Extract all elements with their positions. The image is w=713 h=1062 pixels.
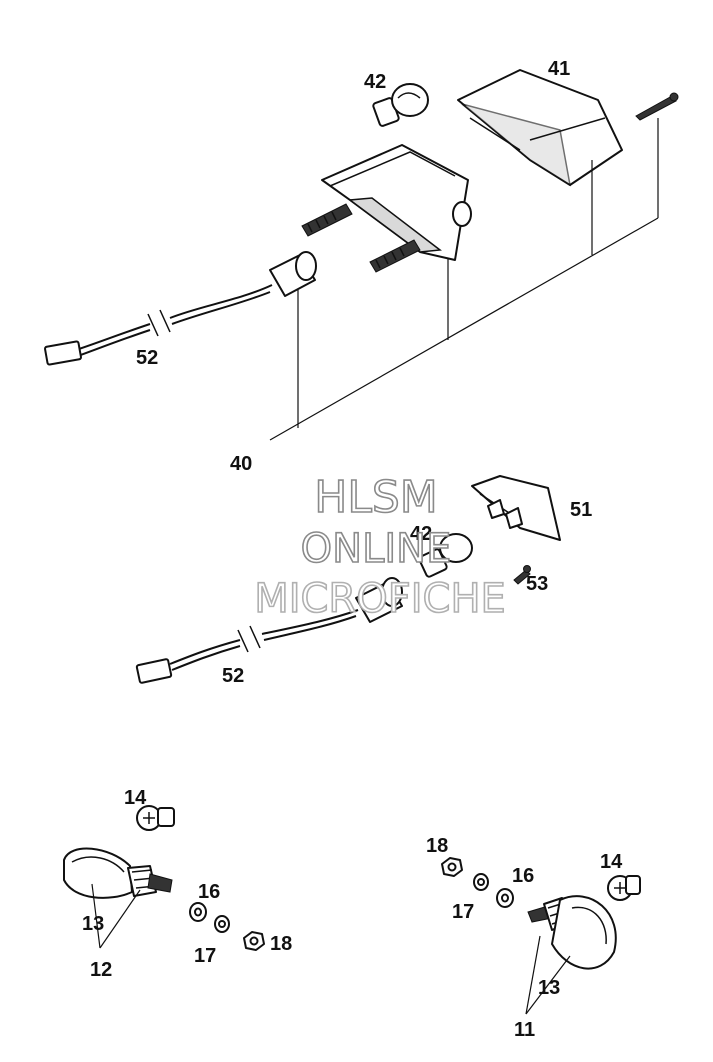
callout-11: 11 xyxy=(514,1019,535,1041)
watermark-line-1: HLSM xyxy=(314,472,438,523)
turn-signal-right-11 xyxy=(527,895,617,970)
callout-17-left: 17 xyxy=(194,945,216,967)
screw-53 xyxy=(513,565,531,585)
callout-14-right: 14 xyxy=(600,851,623,873)
callout-16-right: 16 xyxy=(512,865,534,887)
leader-lines-11 xyxy=(525,935,571,1015)
bulb-42-mid xyxy=(418,533,473,578)
callout-40: 40 xyxy=(230,453,252,475)
nut-18-left xyxy=(243,931,265,951)
callout-51: 51 xyxy=(570,499,592,521)
bulb-14-right xyxy=(607,875,641,901)
watermark-line-2: ONLINE xyxy=(301,526,452,572)
taillight-lens-41 xyxy=(457,69,623,187)
bulb-14-left xyxy=(136,805,175,831)
bulb-42-top xyxy=(372,83,429,127)
leader-lines-12 xyxy=(91,883,141,949)
callout-16-left: 16 xyxy=(198,881,220,903)
washer-16-left xyxy=(189,902,207,922)
housing-stud-upper xyxy=(301,203,353,237)
washer-16-right xyxy=(496,888,514,908)
callout-14-left: 14 xyxy=(124,787,147,809)
callout-53: 53 xyxy=(526,573,548,595)
lock-washer-17-left xyxy=(214,915,230,933)
callout-18-left: 18 xyxy=(270,933,292,955)
housing-stud-lower xyxy=(369,239,421,273)
callout-52-mid: 52 xyxy=(222,665,244,687)
callout-52-top: 52 xyxy=(136,347,158,369)
callout-13-left: 13 xyxy=(82,913,104,935)
watermark-line-3: MICROFICHE xyxy=(254,576,506,622)
callout-42-top: 42 xyxy=(364,71,386,93)
callout-17-right: 17 xyxy=(452,901,474,923)
license-lamp-cover-51 xyxy=(471,475,561,541)
taillight-housing-40 xyxy=(321,144,472,261)
leader-lines-40 xyxy=(269,118,659,441)
callout-18-right: 18 xyxy=(426,835,448,857)
callout-41: 41 xyxy=(548,58,570,80)
turn-signal-left-12 xyxy=(63,847,173,899)
bulb-socket-top xyxy=(269,251,317,297)
nut-18-right xyxy=(441,857,463,877)
bulb-socket-mid xyxy=(355,577,403,623)
watermark: HLSM ONLINE MICROFICHE xyxy=(253,471,506,623)
callout-42-mid: 42 xyxy=(410,523,432,545)
callout-13-right: 13 xyxy=(538,977,560,999)
wire-harness-52-mid xyxy=(135,609,359,684)
screw-top-right xyxy=(635,92,679,121)
lock-washer-17-right xyxy=(473,873,489,891)
wire-harness-52-top xyxy=(44,284,273,366)
callout-12: 12 xyxy=(90,959,112,981)
